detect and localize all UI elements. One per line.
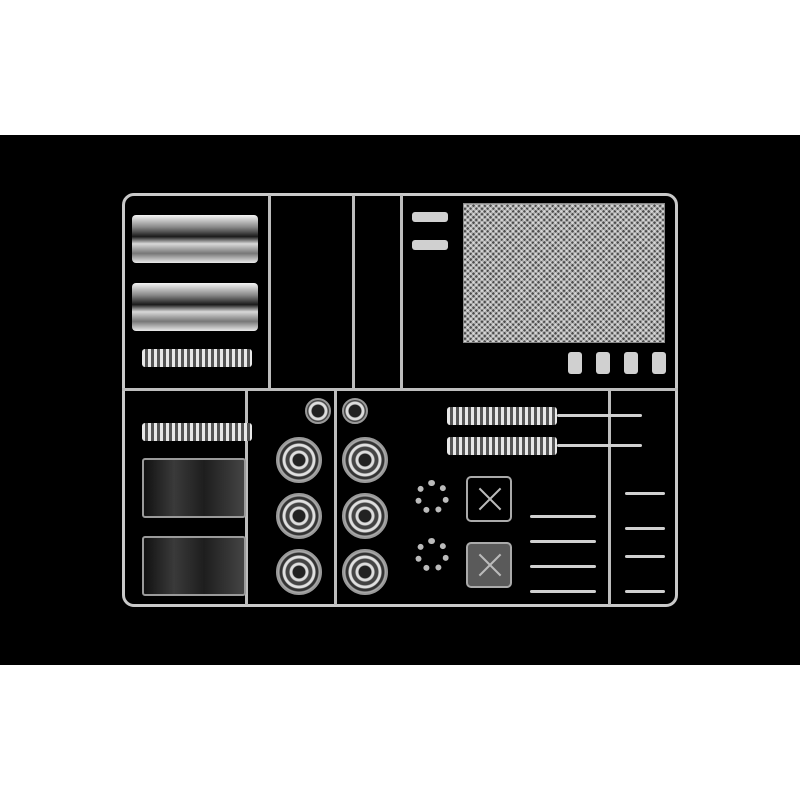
sprue-runner: [334, 390, 337, 605]
step-plate: [466, 542, 512, 588]
mirror-arm: [530, 540, 596, 543]
bracket: [412, 240, 448, 250]
fuel-tank: [142, 458, 246, 518]
mirror-arm: [625, 527, 665, 530]
ribbed-muffler: [447, 437, 557, 455]
radiator-grille: [463, 203, 665, 343]
sprue-runner: [268, 195, 271, 390]
exhaust-tank: [132, 283, 258, 331]
ribbed-muffler: [142, 349, 252, 367]
light-housing: [568, 352, 582, 374]
step-plate: [466, 476, 512, 522]
mirror-arm: [625, 555, 665, 558]
exhaust-tank: [132, 215, 258, 263]
subject-caption: chrome-plated plastic model kit sprue: [0, 135, 1, 136]
light-housing: [596, 352, 610, 374]
sprue-runner: [352, 195, 355, 390]
wheel-hub: [276, 493, 322, 539]
wheel-hub: [342, 549, 388, 595]
mirror-arm: [625, 492, 665, 495]
small-hub: [305, 398, 331, 424]
mirror-arm: [530, 565, 596, 568]
small-hub: [342, 398, 368, 424]
bracket: [412, 212, 448, 222]
wheel-hub: [342, 437, 388, 483]
sprue-runner: [245, 390, 248, 605]
sprue-runner: [400, 195, 403, 390]
mirror-arm: [530, 515, 596, 518]
sprue-runner: [608, 390, 611, 605]
rod: [557, 444, 642, 447]
mirror-arm: [625, 590, 665, 593]
ribbed-muffler: [447, 407, 557, 425]
mirror-arm: [530, 590, 596, 593]
sprue-frame: [122, 193, 678, 607]
wheel-hub: [276, 437, 322, 483]
light-housing: [652, 352, 666, 374]
ribbed-muffler: [142, 423, 252, 441]
bolt-ring: [415, 480, 449, 514]
rod: [557, 414, 642, 417]
wheel-hub: [342, 493, 388, 539]
fuel-tank: [142, 536, 246, 596]
wheel-hub: [276, 549, 322, 595]
bolt-ring: [415, 538, 449, 572]
light-housing: [624, 352, 638, 374]
